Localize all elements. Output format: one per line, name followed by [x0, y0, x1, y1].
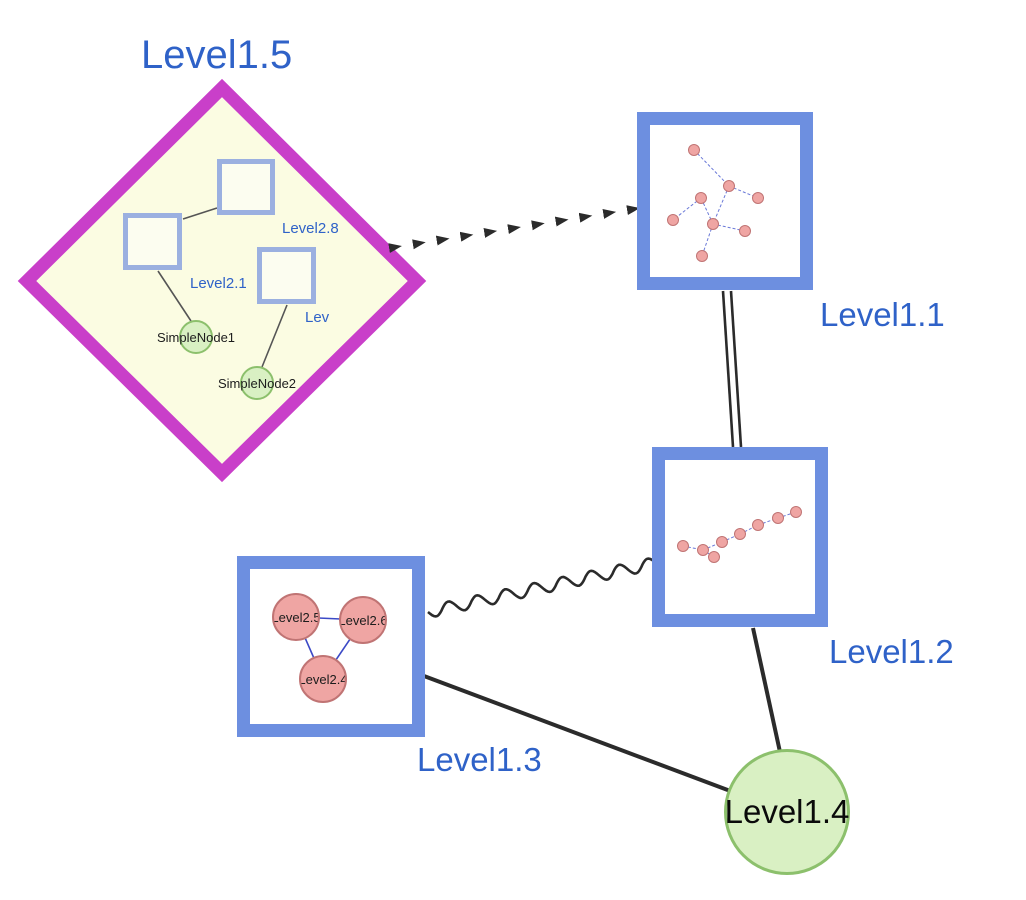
edge-level1-3-to-level1-2[interactable] [427, 557, 657, 618]
label-level2-6: Level2.6 [339, 612, 387, 628]
node-level2-8[interactable] [217, 159, 275, 215]
label-lev: Lev [305, 309, 330, 326]
edge-level1-1-to-level1-2[interactable] [729, 290, 743, 448]
node-simplenode1[interactable]: SimpleNode1 [157, 320, 235, 354]
node-level2-5[interactable]: Level2.5 [272, 593, 320, 641]
label-level1-2: Level1.2 [829, 633, 954, 670]
node-level1-2[interactable] [652, 447, 828, 627]
edge-lev-to-simplenode2[interactable] [261, 304, 288, 368]
edge-level1-1-to-level1-2[interactable] [721, 290, 735, 448]
node-level2-1[interactable] [123, 213, 182, 270]
edge-level1-2-to-level1-4[interactable] [751, 627, 782, 753]
node-level2-6[interactable]: Level2.6 [339, 596, 387, 644]
edge-level2-1-to-level2-8[interactable] [182, 207, 218, 220]
label-level2-4: Level2.4 [299, 671, 347, 687]
label-level2-8: Level2.8 [282, 220, 339, 237]
node-level2-4[interactable]: Level2.4 [299, 655, 347, 703]
label-level1-5: Level1.5 [141, 33, 293, 77]
edge-level2-1-to-simplenode1[interactable] [157, 270, 192, 322]
edge-level1-5-to-level1-1[interactable] [388, 205, 640, 254]
node-level1-1[interactable] [637, 112, 813, 290]
label-level1-1: Level1.1 [820, 296, 945, 333]
label-level1-3: Level1.3 [417, 741, 542, 778]
node-lev[interactable] [257, 247, 316, 304]
node-level1-3[interactable] [237, 556, 425, 737]
label-level2-1: Level2.1 [190, 275, 247, 292]
node-simplenode2[interactable]: SimpleNode2 [218, 366, 296, 400]
label-simplenode1: SimpleNode1 [156, 329, 236, 345]
node-level1-4[interactable]: Level1.4 [724, 749, 850, 875]
label-simplenode2: SimpleNode2 [217, 375, 297, 391]
label-level1-4: Level1.4 [724, 793, 850, 830]
label-level2-5: Level2.5 [272, 609, 320, 625]
